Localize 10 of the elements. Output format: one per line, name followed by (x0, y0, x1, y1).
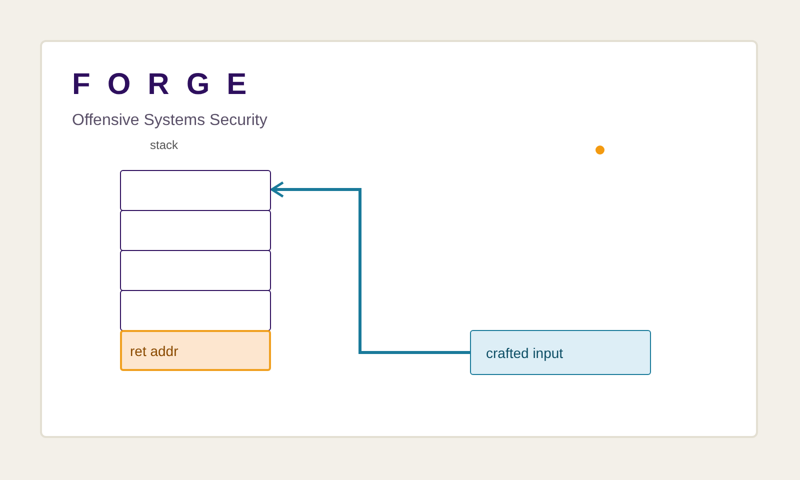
stack-slot (120, 250, 271, 291)
stack-label: stack (150, 138, 178, 152)
arrow (270, 181, 470, 354)
stack-slot (120, 170, 271, 211)
subtitle: Offensive Systems Security (72, 112, 268, 130)
stack-slot (120, 210, 271, 251)
title: FORGE (72, 68, 264, 102)
stack-slot: ret addr (120, 330, 271, 371)
stack-slot (120, 290, 271, 331)
input-box: crafted input (470, 330, 651, 375)
